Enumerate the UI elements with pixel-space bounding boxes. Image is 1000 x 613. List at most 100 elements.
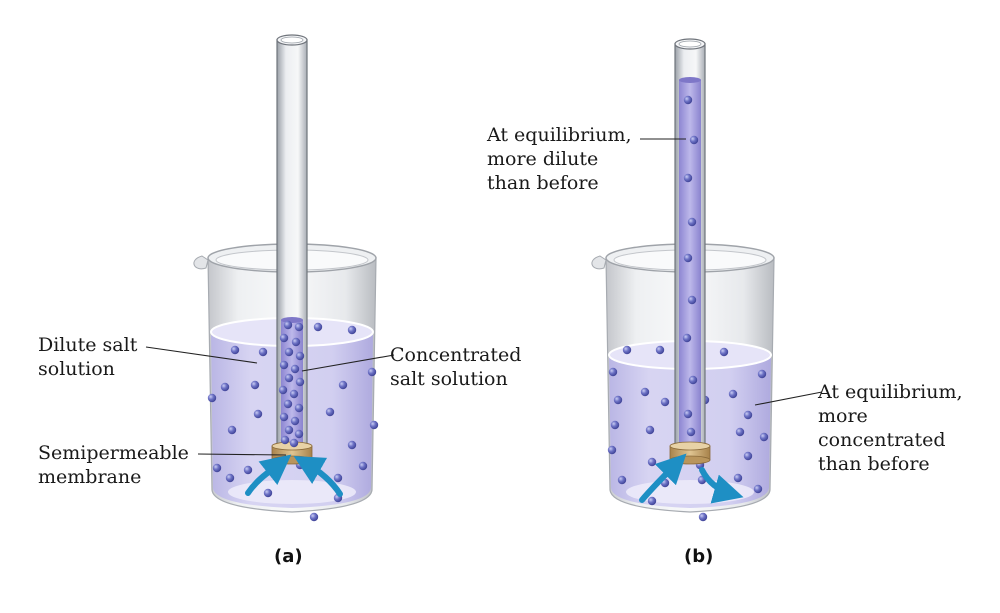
solute-particle xyxy=(225,473,235,483)
solute-particle xyxy=(289,438,299,448)
water-flow-arrow xyxy=(699,467,744,504)
solute-particle xyxy=(294,403,304,413)
solute-particle xyxy=(753,484,763,494)
tube-solution-surface xyxy=(281,317,303,323)
label-tube-equilibrium: At equilibrium, more dilute than before xyxy=(487,124,632,194)
solute-particle xyxy=(263,488,273,498)
solute-particle xyxy=(280,435,290,445)
solute-particle xyxy=(617,475,627,485)
solute-particle xyxy=(243,465,253,475)
label-semipermeable-membrane: Semipermeable membrane xyxy=(38,442,189,488)
solute-particle xyxy=(290,416,300,426)
solute-particle xyxy=(295,351,305,361)
solute-particle xyxy=(333,473,343,483)
solute-particle xyxy=(640,387,650,397)
solute-particle xyxy=(220,382,230,392)
solute-particle xyxy=(645,425,655,435)
solute-particle xyxy=(610,420,620,430)
membrane-top xyxy=(669,441,711,451)
solute-particle xyxy=(369,420,379,430)
leader-line xyxy=(754,391,823,406)
solute-particle xyxy=(655,345,665,355)
water-flow-arrow xyxy=(245,454,292,496)
beaker-a xyxy=(193,34,379,522)
caption-a: (a) xyxy=(274,546,303,567)
solute-particle xyxy=(347,440,357,450)
solute-particle xyxy=(733,473,743,483)
solute-particle xyxy=(743,451,753,461)
leader-line xyxy=(145,346,258,364)
solute-particle xyxy=(698,512,708,522)
water-flow-arrow xyxy=(293,456,343,497)
tube-opening-inner xyxy=(678,40,702,48)
solute-particle xyxy=(290,364,300,374)
solute-particle xyxy=(284,373,294,383)
solute-particle xyxy=(294,429,304,439)
solute-particle xyxy=(686,427,696,437)
solute-particle xyxy=(309,512,319,522)
beaker-b xyxy=(591,38,775,522)
solute-particle xyxy=(613,395,623,405)
solute-particle xyxy=(647,457,657,467)
label-beaker-equilibrium: At equilibrium, more concentrated than b… xyxy=(818,381,963,475)
solute-particle xyxy=(279,412,289,422)
tube-solution-surface xyxy=(679,77,701,83)
caption-b: (b) xyxy=(684,546,714,567)
beaker-bottom xyxy=(228,480,356,504)
solute-particle xyxy=(683,409,693,419)
water-flow-arrow xyxy=(639,453,687,503)
solute-particle xyxy=(325,407,335,417)
solute-particle xyxy=(212,463,222,473)
solute-particle xyxy=(358,461,368,471)
solute-particle xyxy=(728,389,738,399)
leader-line xyxy=(197,453,287,456)
solute-particle xyxy=(688,375,698,385)
solute-particle xyxy=(338,380,348,390)
solute-particle xyxy=(608,367,618,377)
solute-particle xyxy=(683,253,693,263)
solute-particle xyxy=(347,325,357,335)
solute-particle xyxy=(227,425,237,435)
solute-particle xyxy=(284,347,294,357)
solute-particle xyxy=(689,135,699,145)
solute-particle xyxy=(289,389,299,399)
solute-particle xyxy=(279,360,289,370)
solute-particle xyxy=(757,369,767,379)
tube-opening-inner xyxy=(280,36,304,44)
solute-particle xyxy=(660,397,670,407)
solute-particle xyxy=(607,445,617,455)
solute-particle xyxy=(294,322,304,332)
solute-particle xyxy=(682,333,692,343)
solute-particle xyxy=(367,367,377,377)
solute-particle xyxy=(683,173,693,183)
leader-line xyxy=(301,354,395,372)
solute-particle xyxy=(687,217,697,227)
tube-solution xyxy=(679,80,701,452)
solute-particle xyxy=(687,295,697,305)
solute-particle xyxy=(313,322,323,332)
solute-particle xyxy=(279,333,289,343)
solute-particle xyxy=(735,427,745,437)
solute-particle xyxy=(759,432,769,442)
solute-particle xyxy=(683,95,693,105)
label-leader-lines xyxy=(145,138,823,456)
solute-particle xyxy=(230,345,240,355)
solute-particle xyxy=(284,425,294,435)
label-concentrated-salt-solution: Concentrated salt solution xyxy=(390,344,522,390)
beaker-spout xyxy=(591,255,607,270)
solute-particle xyxy=(283,320,293,330)
solute-particle xyxy=(622,345,632,355)
solute-particle xyxy=(295,377,305,387)
beaker-spout xyxy=(193,255,209,270)
label-dilute-salt-solution: Dilute salt solution xyxy=(38,334,138,380)
solute-particle xyxy=(258,347,268,357)
solute-particle xyxy=(207,393,217,403)
solute-particle xyxy=(719,347,729,357)
solute-particle xyxy=(743,410,753,420)
solute-particle xyxy=(647,496,657,506)
solute-particle xyxy=(278,385,288,395)
solute-particle xyxy=(253,409,263,419)
solute-particle xyxy=(283,399,293,409)
